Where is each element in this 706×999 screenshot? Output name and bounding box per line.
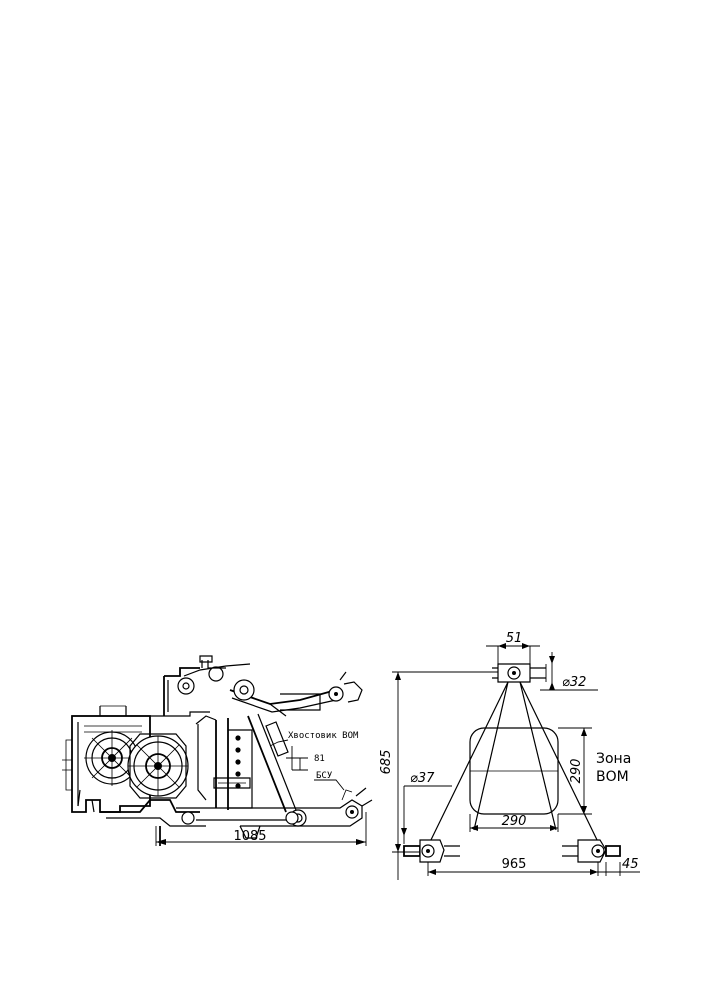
dim-dia-37: ⌀37 [401, 771, 452, 844]
dim-1085-label: 1085 [233, 829, 266, 844]
dim-51: 51 [486, 631, 540, 664]
zone-label-line1: Зона [596, 751, 631, 767]
dim-dia-32-label: ⌀32 [562, 675, 586, 690]
dim-965: 965 [427, 857, 599, 876]
linkage-triangle [427, 681, 601, 847]
gear-center-pto [127, 733, 189, 799]
dim-290-horizontal-label: 290 [502, 814, 527, 829]
lower-hitch-right [562, 839, 621, 863]
dim-290-vertical-label: 290 [569, 759, 584, 784]
dim-290-horizontal: 290 [469, 814, 559, 832]
dim-685: 685 [379, 671, 498, 880]
lower-hitch-left [403, 839, 460, 863]
leader-pto [269, 739, 289, 747]
dim-45-label: 45 [622, 857, 639, 872]
side-view-hitch: Хвостовик ВОМ 81 БСУ 1085 [62, 655, 373, 846]
dim-dia-37-label: ⌀37 [410, 771, 435, 786]
dim-dia-32: ⌀32 [540, 652, 598, 691]
zone-label-line2: ВОМ [596, 769, 629, 785]
dim-290-vertical: 290 [558, 727, 592, 815]
label-pto-shank: Хвостовик ВОМ [288, 731, 359, 741]
top-link [177, 655, 363, 713]
dim-51-label: 51 [506, 631, 523, 646]
rear-view-hitch: 51 ⌀32 290 290 [379, 631, 640, 880]
pto-zone-box [469, 727, 559, 815]
lift-bracket [195, 715, 253, 810]
bsu-callout: БСУ [314, 771, 345, 791]
dim-81: 81 [286, 746, 325, 771]
label-bsu: БСУ [316, 771, 333, 781]
dim-45: 45 [598, 857, 640, 876]
top-hitch-point [492, 663, 547, 683]
dim-685-label: 685 [379, 750, 394, 775]
lift-rod [247, 703, 299, 825]
dim-965-label: 965 [502, 857, 527, 872]
dim-1085: 1085 [155, 812, 367, 846]
dim-81-label: 81 [314, 754, 325, 764]
